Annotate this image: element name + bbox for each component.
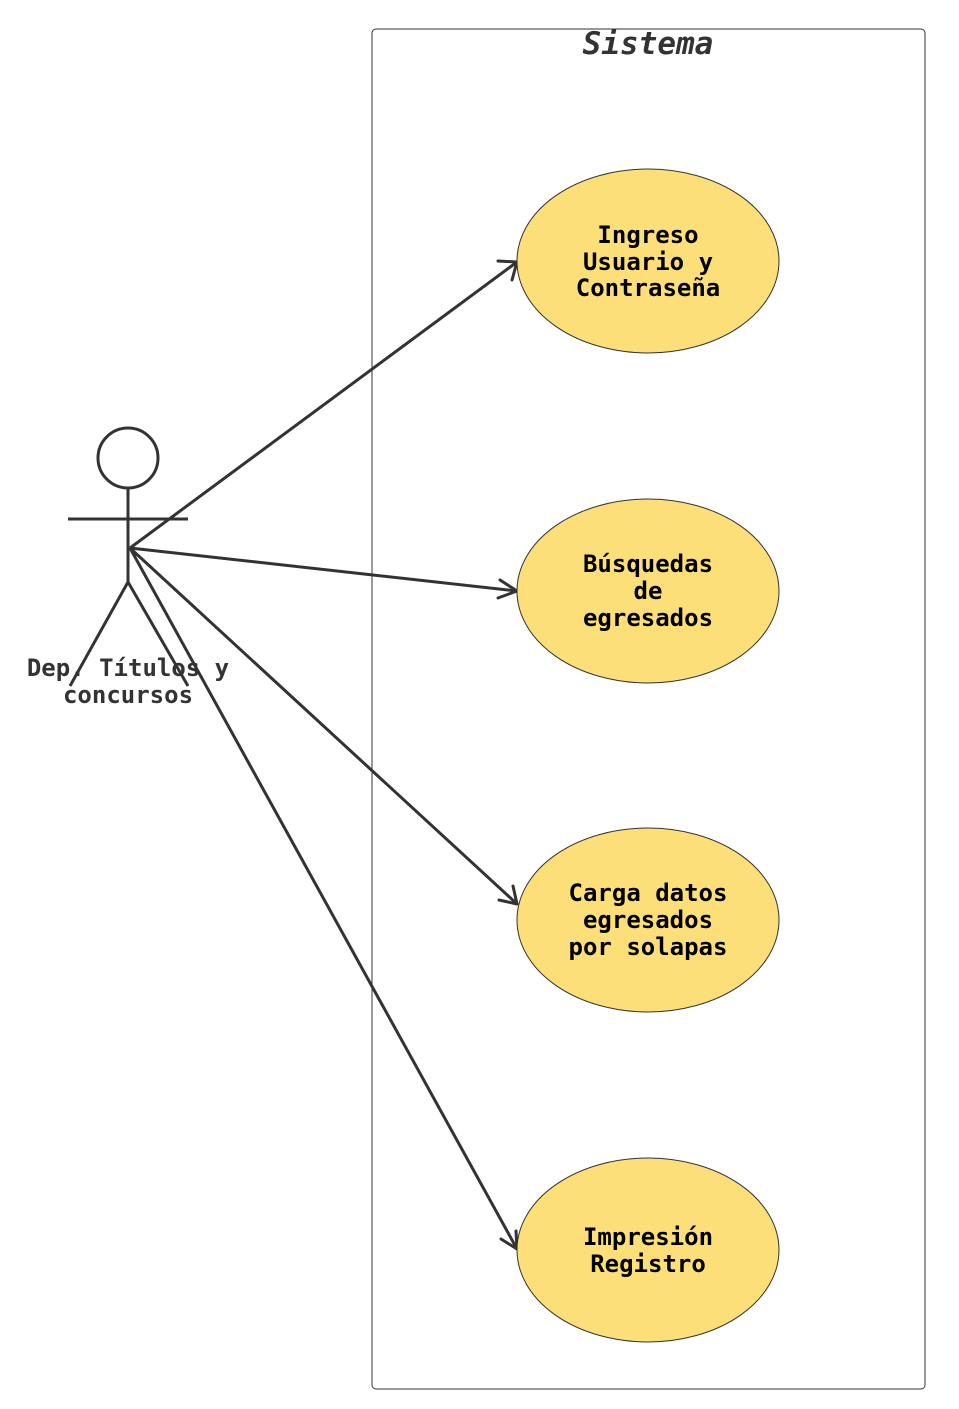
system-title: Sistema [583,26,714,62]
use-case-ingreso[interactable]: Ingreso Usuario y Contraseña [516,168,780,354]
actor-left-leg-icon [68,581,130,687]
actor-label-line-1: Dep. Títulos y [27,654,229,682]
use-case-ellipse [516,1157,780,1343]
arrowhead-icon [497,884,519,906]
use-case-impresion[interactable]: Impresión Registro [516,1157,780,1343]
use-case-ellipse [516,168,780,354]
actor[interactable]: Dep. Títulos y concursos [27,426,229,709]
association-carga[interactable] [128,546,519,906]
association-line [128,546,519,906]
use-case-label-line: Carga datos [569,879,728,907]
use-case-label-line: Registro [590,1250,706,1278]
association-line [129,260,518,550]
use-case-label-line: Usuario y [583,248,713,276]
actor-head-icon [96,426,160,490]
actor-right-leg-icon [126,581,190,687]
use-case-label-line: egresados [583,604,713,632]
use-case-label-line: Búsquedas [583,550,713,578]
use-case-carga[interactable]: Carga datos egresados por solapas [516,827,780,1013]
use-case-label-line: Contraseña [576,274,721,302]
use-case-label-line: Ingreso [597,221,698,249]
association-line [129,546,518,593]
system-boundary-box [371,28,926,1390]
use-case-busquedas[interactable]: Búsquedas de egresados [516,498,780,684]
associations [128,259,519,1251]
use-case-ellipse [516,827,780,1013]
use-case-label-line: Impresión [583,1223,713,1251]
use-case-label-line: egresados [583,906,713,934]
use-case-label-line: de [634,577,663,605]
system-boundary[interactable]: Sistema [371,26,926,1390]
actor-label-line-2: concursos [63,681,193,709]
use-case-label-line: por solapas [569,933,728,961]
use-case-ellipse [516,498,780,684]
association-line [128,547,519,1250]
